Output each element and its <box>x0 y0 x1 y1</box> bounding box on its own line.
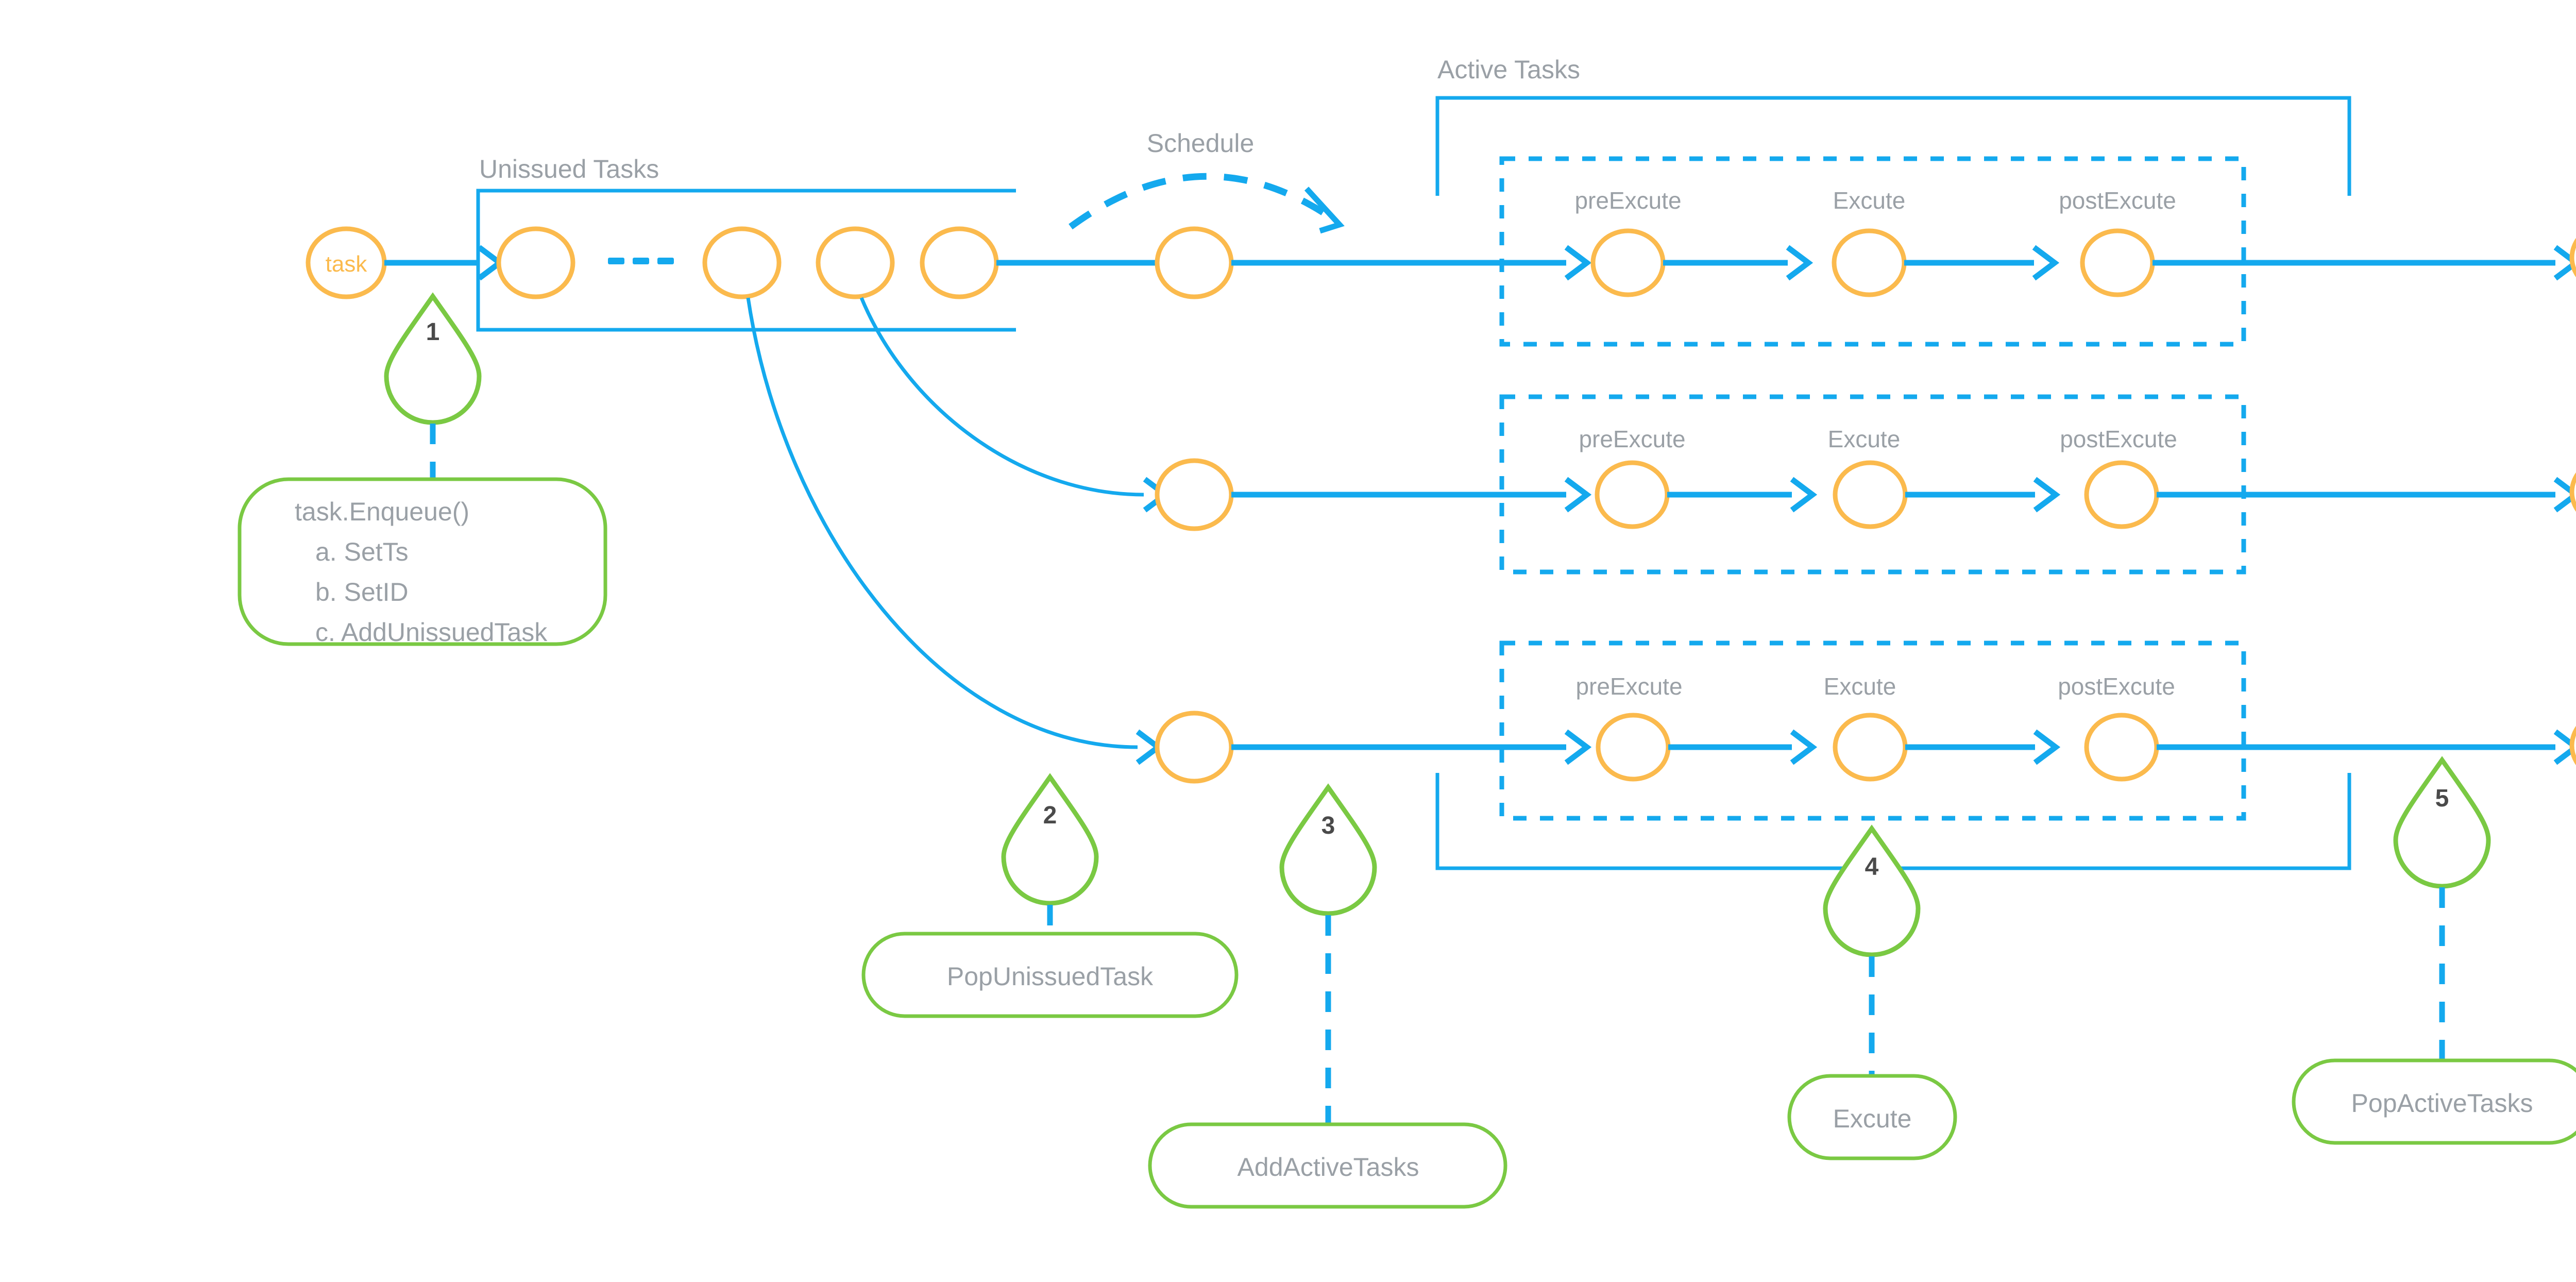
callout-enqueue: task.Enqueue() a. SetTs b. SetID c. AddU… <box>238 477 607 647</box>
curve-to-row3 <box>746 297 1138 749</box>
source-task-node: task <box>306 226 387 299</box>
arrowhead-row2-ex <box>1792 479 1812 510</box>
row1-excute-node <box>1832 228 1907 297</box>
callout-excute: Excute <box>1787 1074 1957 1160</box>
arrowhead-active-2-pre <box>1566 479 1587 510</box>
callout-excute-label: Excute <box>1833 1104 1912 1133</box>
scheduled-node-row2 <box>1155 458 1234 531</box>
curve-to-row2 <box>859 297 1144 497</box>
exec-box-row1 <box>1499 156 2246 347</box>
unissued-node-2 <box>702 226 782 299</box>
row3-postexcute-label: postExcute <box>2058 673 2175 700</box>
row1-postexcute-label: postExcute <box>2059 187 2176 214</box>
row3-postexcute-node <box>2084 713 2159 782</box>
marker-1[interactable]: 1 <box>384 292 482 425</box>
row3-stages: preExcute Excute postExcute <box>1575 673 2175 782</box>
row1-stages: preExcute Excute postExcute <box>1574 187 2176 297</box>
unissued-tasks-label: Unissued Tasks <box>479 155 659 183</box>
marker-3[interactable]: 3 <box>1279 783 1377 916</box>
callout-pop-active: PopActiveTasks <box>2292 1058 2576 1145</box>
callout-enqueue-step-c: c. AddUnissuedTask <box>315 618 548 647</box>
exec-box-row3 <box>1499 640 2246 821</box>
marker-4[interactable]: 4 <box>1823 824 1921 957</box>
marker-2-number: 2 <box>1043 802 1057 829</box>
row2-done-node <box>2569 472 2576 512</box>
scheduled-node-row1 <box>1155 226 1234 299</box>
marker-2[interactable]: 2 <box>1001 773 1099 906</box>
callout-pop-unissued: PopUnissuedTask <box>861 932 1239 1018</box>
unissued-node-4 <box>920 226 999 299</box>
row3-done-node <box>2569 726 2576 766</box>
arrowhead-active-3-pre <box>1566 732 1587 763</box>
arrowhead-row2-post <box>2035 479 2056 510</box>
unissued-node-1 <box>496 226 575 299</box>
arrowhead-row1-post <box>2034 247 2055 278</box>
callout-enqueue-step-a: a. SetTs <box>315 537 409 566</box>
row1-done-node <box>2569 238 2576 278</box>
callout-enqueue-step-b: b. SetID <box>315 578 409 606</box>
unissued-tasks-bracket <box>476 189 1016 332</box>
marker-5[interactable]: 5 <box>2393 756 2491 889</box>
callout-pop-active-label: PopActiveTasks <box>2351 1089 2533 1118</box>
schedule-arc <box>1069 173 1345 234</box>
arrowhead-row3-post <box>2035 732 2056 763</box>
marker-4-number: 4 <box>1865 853 1879 881</box>
row3-preexcute-label: preExcute <box>1575 673 1682 700</box>
row1-postexcute-node <box>2080 228 2155 297</box>
row1-preexcute-label: preExcute <box>1574 187 1681 214</box>
row2-excute-label: Excute <box>1828 426 1901 452</box>
schedule-label: Schedule <box>1147 129 1255 158</box>
row2-excute-node <box>1833 460 1908 529</box>
row1-preexcute-node <box>1590 228 1666 297</box>
row2-preexcute-node <box>1595 460 1670 529</box>
callout-enqueue-title: task.Enqueue() <box>295 497 469 526</box>
marker-3-number: 3 <box>1321 812 1335 839</box>
arrowhead-row1-ex <box>1788 247 1808 278</box>
row3-excute-node <box>1833 713 1908 782</box>
row3-preexcute-node <box>1596 713 1671 782</box>
arrowhead-active-1-pre <box>1566 247 1587 278</box>
row2-postexcute-label: postExcute <box>2060 426 2177 452</box>
unissued-node-3 <box>816 226 895 299</box>
source-task-label: task <box>326 251 368 277</box>
exec-box-row2 <box>1499 394 2246 575</box>
callout-add-active-label: AddActiveTasks <box>1238 1153 1419 1182</box>
unissued-queue-nodes <box>496 226 999 299</box>
active-tasks-label: Active Tasks <box>1437 55 1580 84</box>
callout-pop-unissued-label: PopUnissuedTask <box>947 962 1154 991</box>
row2-postexcute-node <box>2084 460 2159 529</box>
row2-preexcute-label: preExcute <box>1579 426 1685 452</box>
scheduled-node-row3 <box>1155 711 1234 784</box>
callout-add-active: AddActiveTasks <box>1148 1122 1507 1209</box>
row3-excute-label: Excute <box>1824 673 1896 700</box>
marker-1-number: 1 <box>426 318 440 346</box>
queue-ellipsis <box>608 258 674 264</box>
row2-stages: preExcute Excute postExcute <box>1579 426 2177 529</box>
marker-5-number: 5 <box>2435 785 2449 812</box>
arrowhead-row3-ex <box>1792 732 1812 763</box>
row1-excute-label: Excute <box>1833 187 1906 214</box>
